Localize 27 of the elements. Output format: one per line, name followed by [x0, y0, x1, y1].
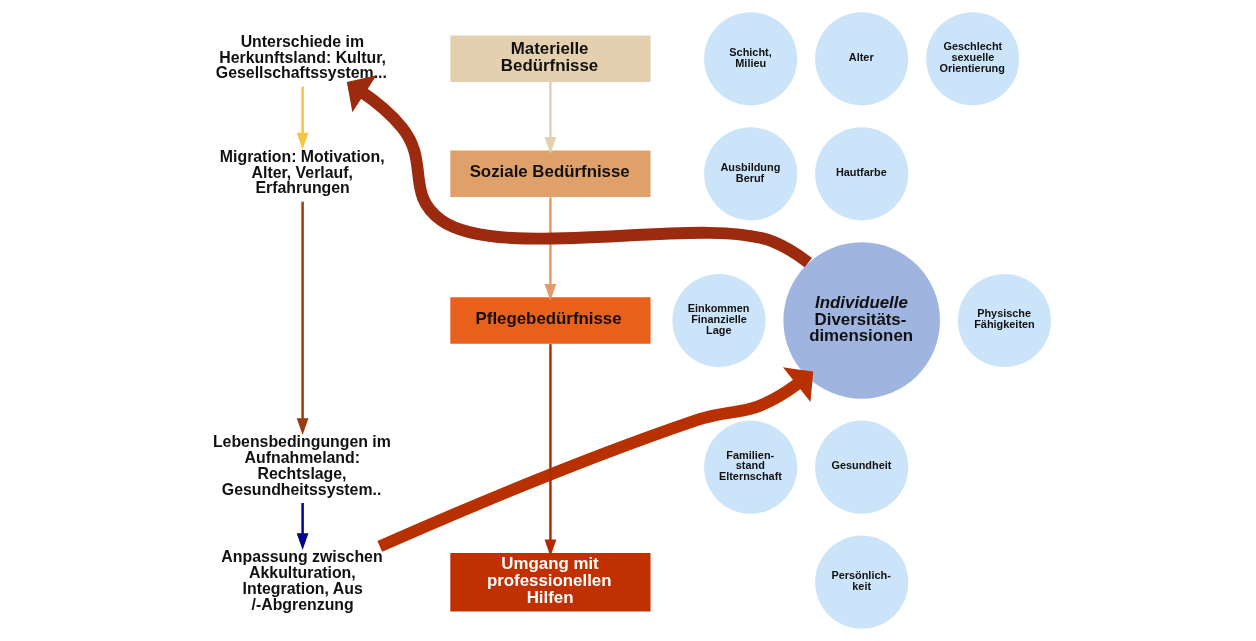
node-text: Lebensbedingungen im Aufnahmeland: Rechtslage, Gesundheitssystem.. [212, 433, 391, 498]
arrow [544, 82, 557, 154]
node-box: Umgang mit professionellen Hilfen [450, 552, 651, 612]
arrow [346, 75, 812, 268]
arrow [544, 197, 557, 301]
arrow [377, 367, 814, 552]
node-text: Unterschiede im Herkunftsland: Kultur, Gesellschaftssystem... [215, 32, 387, 82]
node-text: Migration: Motivation, Alter, Verlauf, Erfahrungen [219, 147, 385, 197]
node-circle: Einkommen Finanzielle Lage [672, 273, 766, 368]
node-circle: Hautfarbe [815, 127, 909, 221]
node-box: Pflegebedürfnisse [450, 297, 651, 344]
node-circle: Physische Fähigkeiten [957, 273, 1052, 368]
node-circle: Persönlich- keit [815, 535, 909, 629]
node-circle: Alter [815, 12, 909, 106]
node-circle: Gesundheit [815, 420, 909, 514]
arrow [296, 503, 309, 551]
node-circle: Individuelle Diversitäts- dimensionen [783, 242, 940, 399]
node-box: Soziale Bedürfnisse [450, 150, 651, 198]
arrow [544, 344, 557, 557]
node-circle: Geschlecht sexuelle Orientierung [926, 12, 1020, 106]
arrow [296, 86, 309, 150]
node-circle: Schicht, Milieu [704, 12, 798, 106]
node-box: Materielle Bedürfnisse [450, 35, 651, 83]
node-circle: Familien- stand Elternschaft [704, 420, 798, 514]
node-text: Anpassung zwischen Akkulturation, Integration, Aus /-Abgrenzung [221, 548, 383, 613]
node-circle: Ausbildung Beruf [704, 127, 798, 221]
arrow [296, 201, 309, 436]
